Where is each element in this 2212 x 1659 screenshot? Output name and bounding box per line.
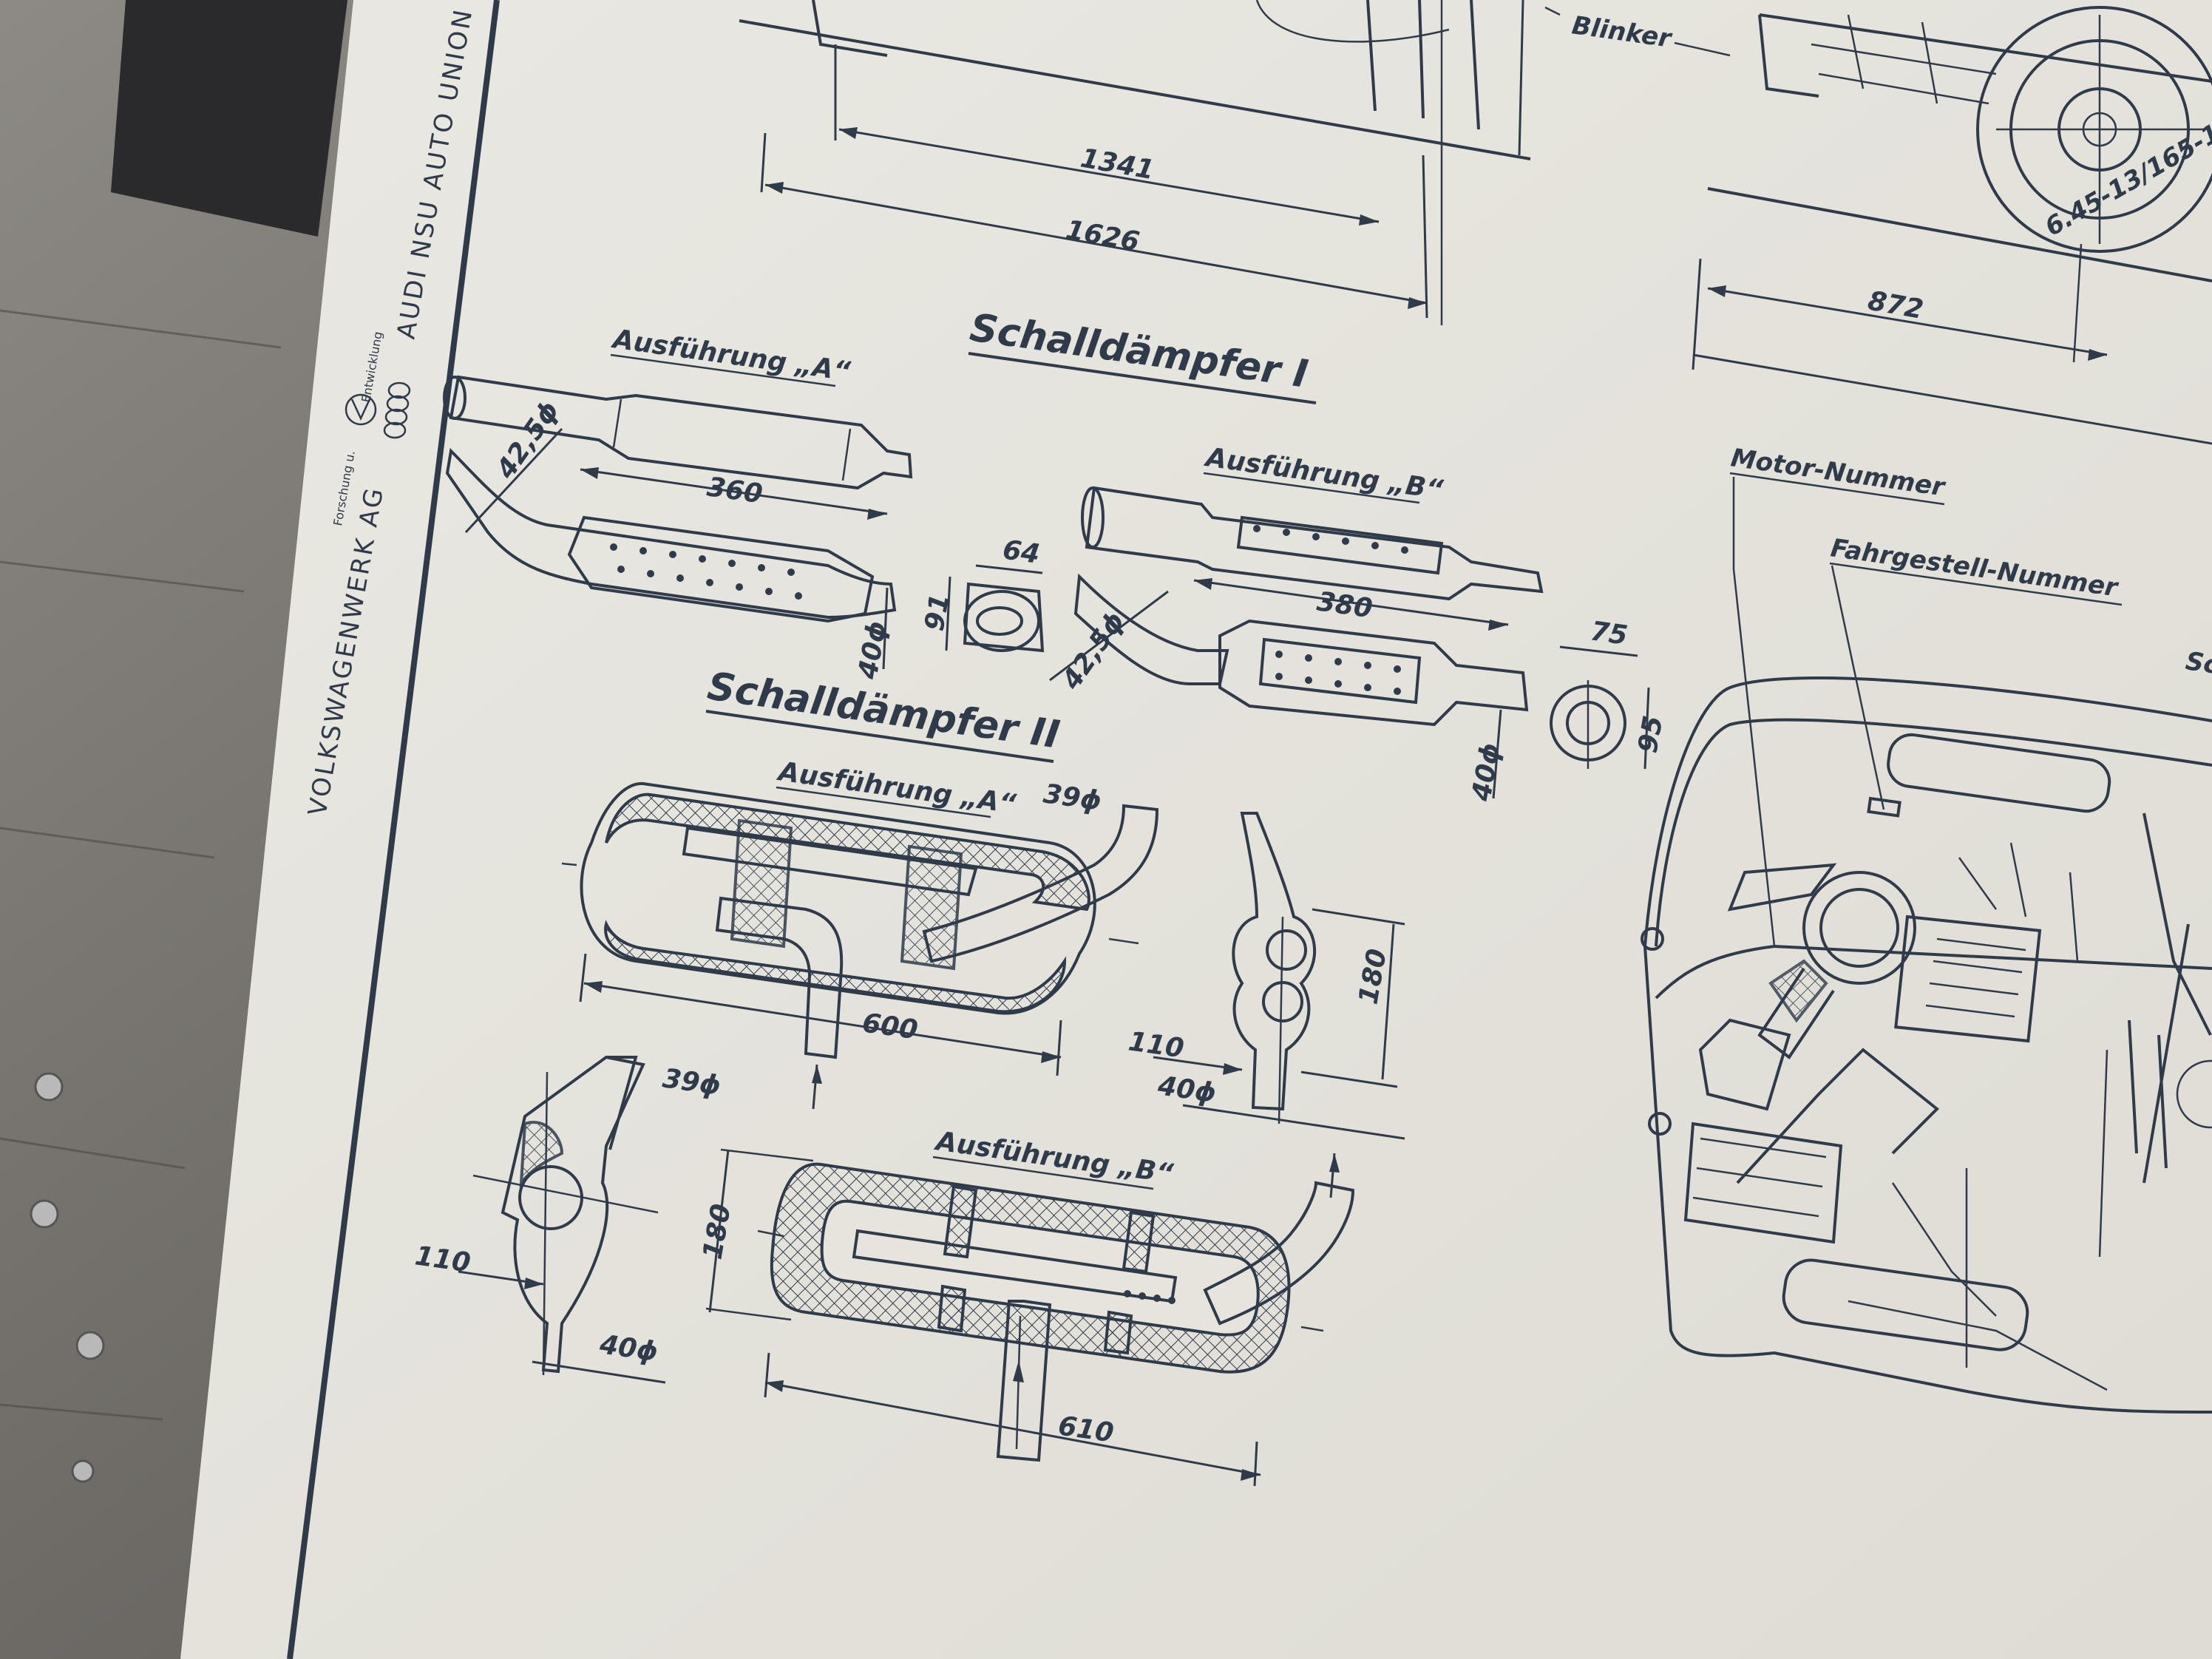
muffler-1a-end-view: 91 64 — [919, 535, 1045, 653]
muffler-2a-drawing: 600 — [561, 781, 1159, 1110]
muffler-1a-drawing: 360 42,5ϕ 40ϕ 91 64 — [443, 375, 1045, 682]
dark-object — [111, 0, 347, 237]
muffler-2b-drawing: 610 180 — [697, 1148, 1355, 1487]
dim-91: 91 — [919, 591, 955, 633]
edge-sc-label: Sc — [2184, 646, 2212, 680]
dim-64: 64 — [1001, 535, 1042, 570]
vw-logo-icon — [345, 393, 377, 426]
screw-heads — [30, 1072, 105, 1483]
perforation-holes — [610, 543, 802, 600]
wood-grain — [0, 309, 282, 1421]
border-line — [287, 0, 500, 1659]
dim-95: 95 — [1632, 713, 1669, 755]
logos — [345, 381, 411, 439]
dim-75: 75 — [1589, 616, 1629, 651]
muffler-1b-end-view: 75 95 — [1550, 616, 1669, 770]
audi-rings-icon — [383, 381, 411, 439]
blueprint-paper — [180, 0, 2212, 1659]
